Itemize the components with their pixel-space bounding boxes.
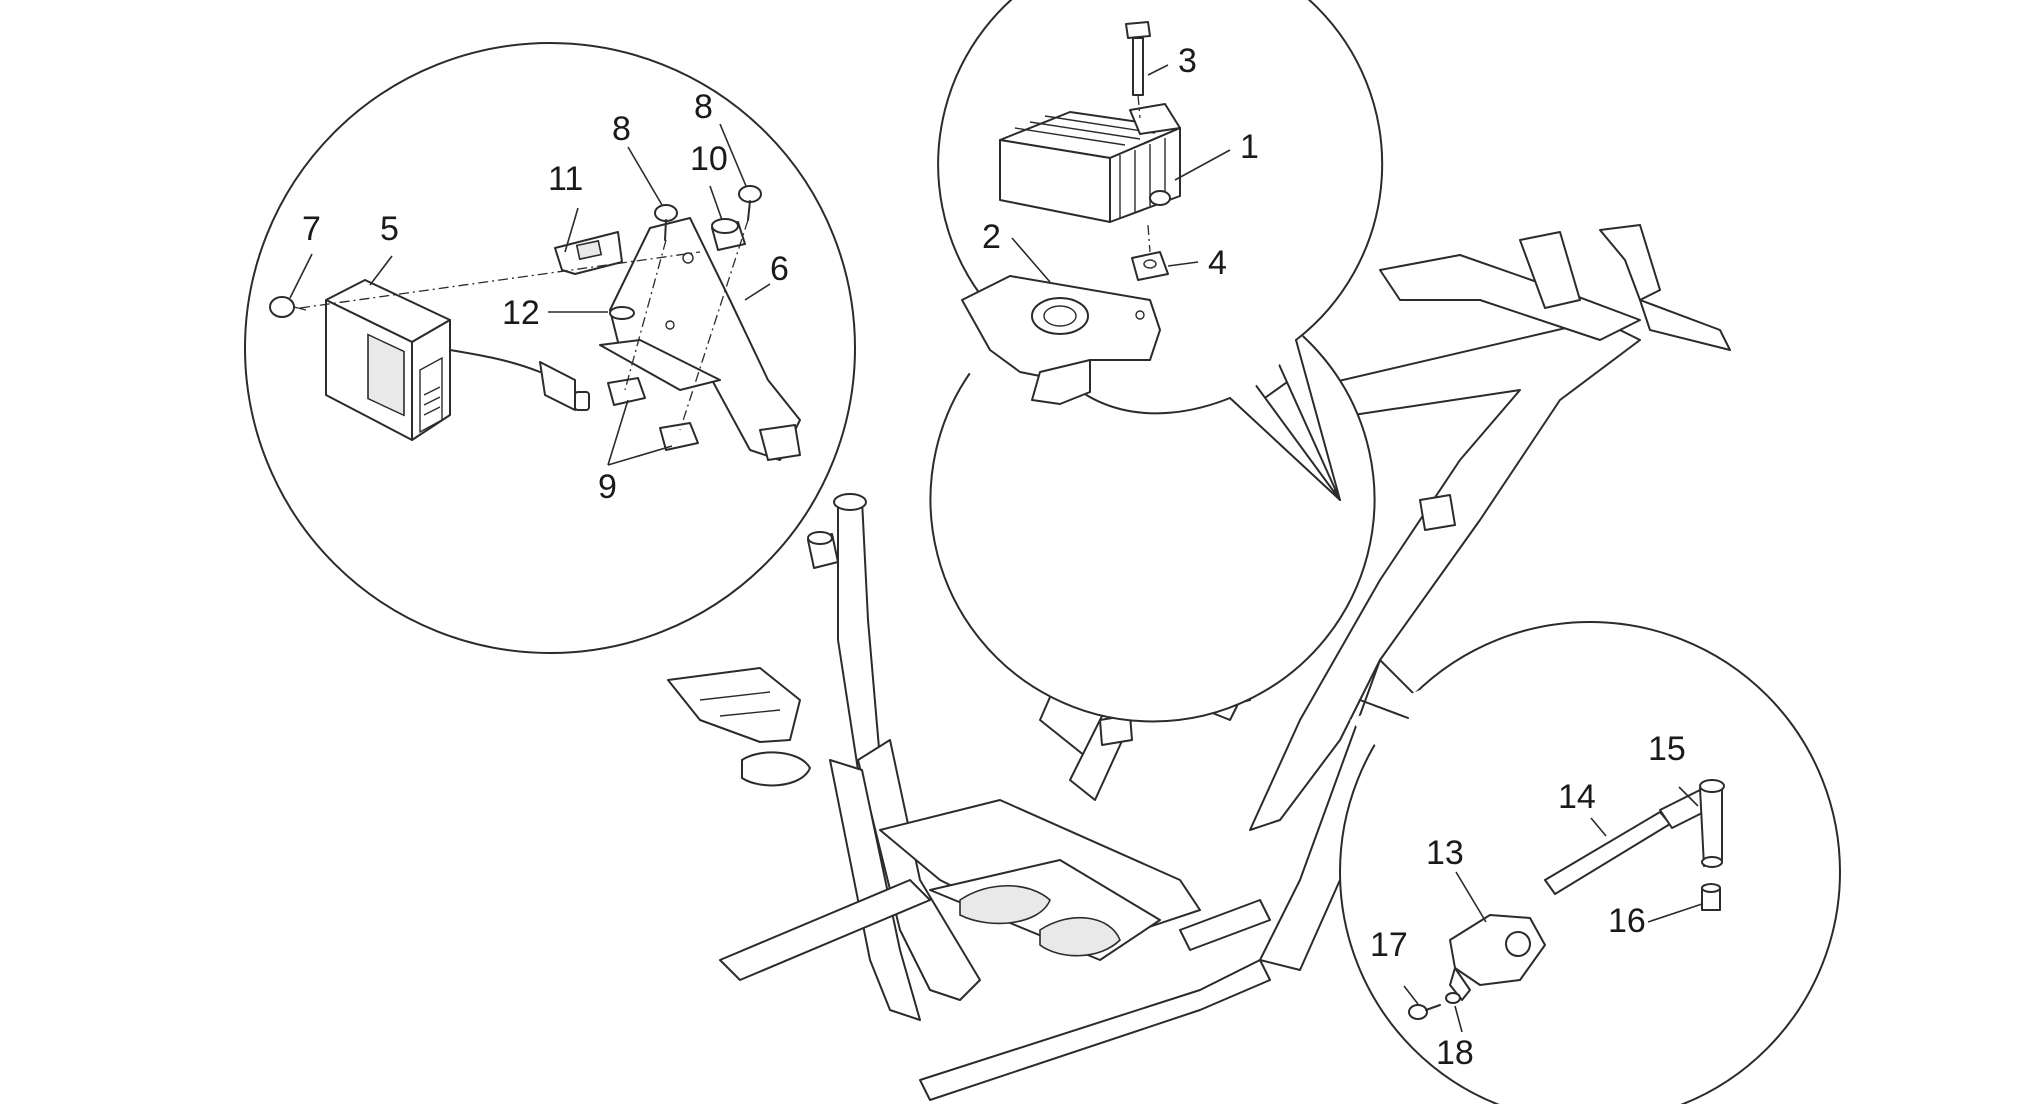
- callout-14: 14: [1558, 778, 1596, 816]
- cap-15: [1659, 779, 1725, 868]
- callout-11: 11: [548, 160, 583, 198]
- grommet-10: [711, 218, 746, 251]
- callout-9: 9: [598, 468, 617, 506]
- callout-12: 12: [502, 294, 540, 332]
- callout-17: 17: [1370, 926, 1408, 964]
- screw-8a: [654, 204, 678, 241]
- voltage-regulator-1: [999, 103, 1181, 223]
- washer-18: [1445, 992, 1461, 1004]
- callout-8a: 8: [612, 110, 631, 148]
- callout-4: 4: [1208, 244, 1227, 282]
- callout-labels: 1 2 3 4 5 6 7 8 8 9 10 11 12 13 14 15 16…: [302, 42, 1686, 1072]
- bolt-3: [1125, 21, 1151, 119]
- callout-7: 7: [302, 210, 321, 248]
- callout-8b: 8: [694, 88, 713, 126]
- callout-5: 5: [380, 210, 399, 248]
- callout-13: 13: [1426, 834, 1464, 872]
- detail-circle-regulator: [898, 0, 1384, 723]
- switch-13: [1449, 914, 1546, 1001]
- washer-12: [609, 306, 635, 320]
- screw-8b: [738, 185, 762, 221]
- callout-16: 16: [1608, 902, 1646, 940]
- callout-1: 1: [1240, 128, 1259, 166]
- bracket-6: [599, 217, 801, 461]
- callout-6: 6: [770, 250, 789, 288]
- clip-nut-4: [1131, 224, 1169, 281]
- ecu-module: [325, 279, 590, 441]
- detail-circle-ecu: [244, 42, 856, 654]
- callout-18: 18: [1436, 1034, 1474, 1072]
- cap-16: [1701, 883, 1721, 911]
- mount-bracket-2: [961, 275, 1161, 405]
- callout-2: 2: [982, 218, 1001, 256]
- callout-15: 15: [1648, 730, 1686, 768]
- detail-circle-ignition: [1339, 621, 1841, 1104]
- callout-10: 10: [690, 140, 728, 178]
- clip-9b: [659, 422, 699, 451]
- plate-11: [554, 231, 623, 275]
- screw-7: [269, 296, 307, 318]
- screw-17: [1408, 1004, 1441, 1020]
- callout-3: 3: [1178, 42, 1197, 80]
- leader-lines: [289, 64, 1703, 1033]
